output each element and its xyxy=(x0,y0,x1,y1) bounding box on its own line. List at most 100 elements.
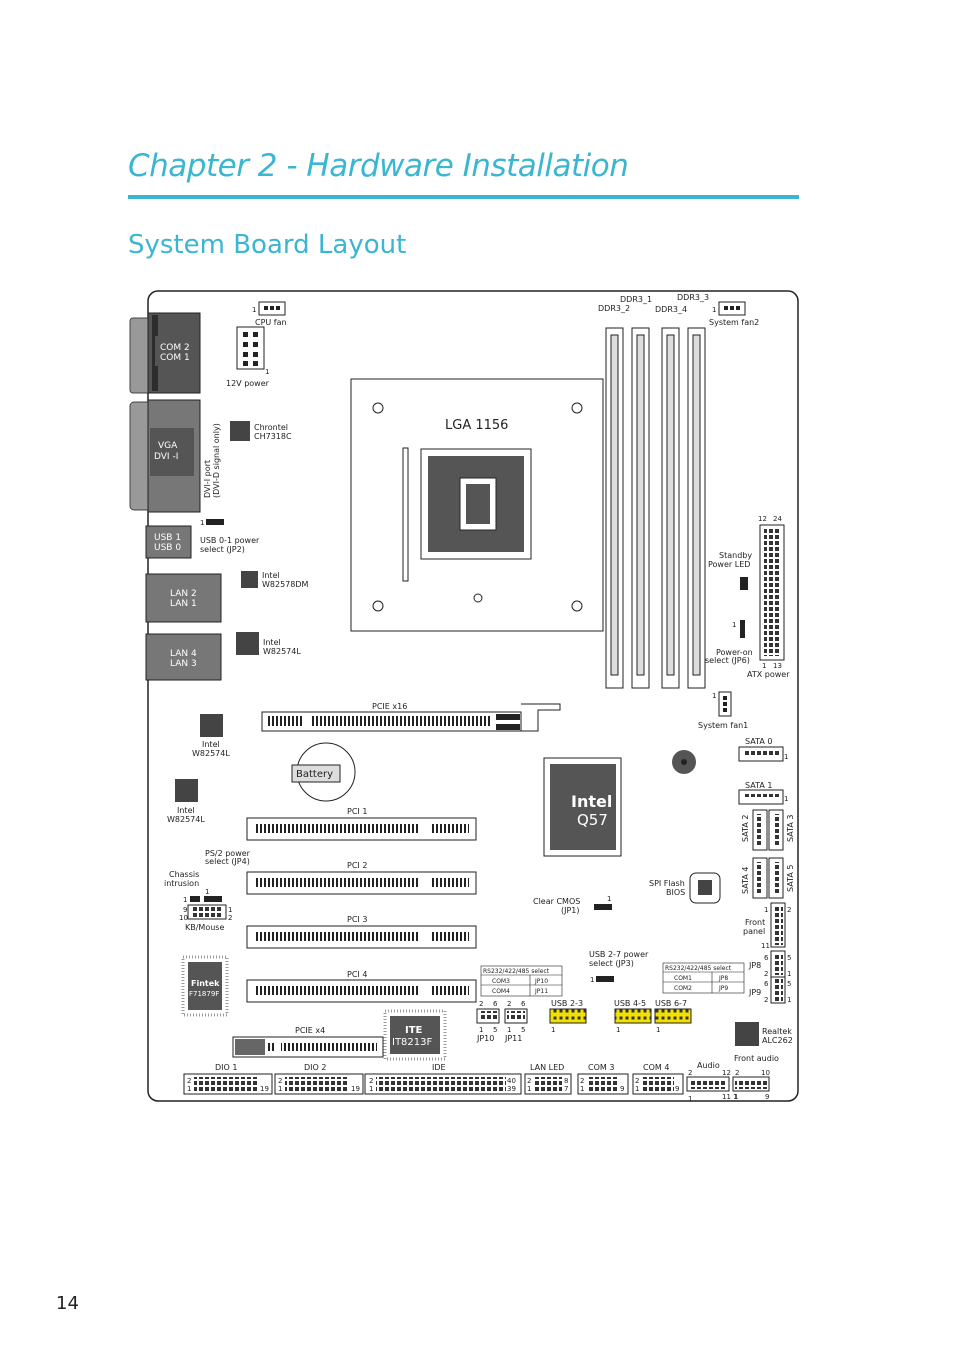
board-label: PCI 2 xyxy=(347,861,367,870)
audio-header: Audio 2 12 1 11 1 xyxy=(686,1061,738,1103)
pci2-slot: PCI 2 xyxy=(246,861,477,895)
board-label: 1 xyxy=(551,1026,555,1034)
board-label: 1 xyxy=(183,896,187,904)
com4-header: COM 4 2 1 9 xyxy=(632,1063,684,1095)
board-label: 1 xyxy=(278,1085,282,1093)
front-audio-header: Front audio 2 10 1 9 xyxy=(732,1054,779,1101)
spi-flash-bios: SPI Flash BIOS xyxy=(649,872,721,904)
board-label: Intel xyxy=(262,571,280,580)
board-label: USB 6-7 xyxy=(655,999,687,1008)
board-label: PCI 1 xyxy=(347,807,367,816)
power-12v-connector: 1 12V power xyxy=(226,326,270,388)
board-label: 2 xyxy=(369,1077,373,1085)
cpu-fan-pin1: 1 xyxy=(252,306,256,314)
intel-q57-chipset: Intel Q57 xyxy=(543,757,622,857)
board-label: 2 xyxy=(735,1069,739,1077)
board-label: 6 xyxy=(493,1000,498,1008)
realtek-chip: Realtek ALC262 xyxy=(735,1022,793,1046)
board-label: 2 xyxy=(278,1077,282,1085)
lan34-ports: LAN 4 LAN 3 xyxy=(145,633,222,681)
usb67-header: USB 6-7 1 xyxy=(654,999,692,1034)
usb45-header: USB 4-5 1 xyxy=(614,999,652,1034)
board-label: 10 xyxy=(761,1069,770,1077)
board-label: SATA 1 xyxy=(745,781,772,790)
chipset-model: Q57 xyxy=(577,811,608,829)
board-label: 24 xyxy=(773,515,782,523)
lan12-ports: LAN 2 LAN 1 xyxy=(145,573,222,623)
rs232-table-left: RS232/422/485 select COM3 COM4 JP10 JP11 xyxy=(480,965,563,997)
jp2-jumper: 1 USB 0-1 power select (JP2) xyxy=(200,519,260,554)
board-label: 2 xyxy=(187,1077,191,1085)
cpu-fan-label: CPU fan xyxy=(255,318,287,327)
board-label: 1 xyxy=(616,1026,620,1034)
board-label: 2 xyxy=(479,1000,483,1008)
board-label: 1 xyxy=(784,753,788,761)
board-label: 1 xyxy=(479,1026,483,1034)
lan2-label: LAN 2 xyxy=(170,589,197,599)
board-label: 1 xyxy=(369,1085,373,1093)
board-label: JP9 xyxy=(748,988,761,997)
front-panel-header: 1 2 11 Front panel xyxy=(743,902,791,950)
intel-w82574l-chip-1: Intel W82574L xyxy=(236,632,301,656)
board-label: USB 2-3 xyxy=(551,999,583,1008)
vga-label: VGA xyxy=(158,441,178,451)
board-label: COM 3 xyxy=(588,1063,614,1072)
chrontel-chip: Chrontel CH7318C xyxy=(230,421,292,441)
atx-power-connector: 12 24 1 13 ATX power xyxy=(747,515,790,679)
board-label: intrusion xyxy=(164,879,199,888)
board-label: select (JP3) xyxy=(589,959,634,968)
board-label: SATA 2 xyxy=(741,815,750,842)
board-label: 2 xyxy=(787,906,791,914)
board-label: Front xyxy=(745,918,765,927)
board-label: 11 xyxy=(761,942,770,950)
board-label: 9 xyxy=(620,1085,624,1093)
chrontel-label: Chrontel xyxy=(254,423,288,432)
board-label: 13 xyxy=(773,662,782,670)
board-label: 2 xyxy=(764,996,768,1004)
title-rule xyxy=(128,195,799,199)
board-label: 2 xyxy=(764,970,768,978)
board-label: W82574L xyxy=(263,647,301,656)
dio2-header: DIO 2 2 1 19 xyxy=(274,1063,364,1095)
section-title: System Board Layout xyxy=(128,230,407,260)
pcie-x16-label: PCIE x16 xyxy=(372,702,407,711)
jp9-jumper: 6 5 2 1 JP9 xyxy=(748,976,791,1004)
lan4-label: LAN 4 xyxy=(170,649,197,659)
board-label: 1 xyxy=(734,1093,738,1101)
board-label: 2 xyxy=(580,1077,584,1085)
board-label: W82578DM xyxy=(262,580,309,589)
atx-power-label: ATX power xyxy=(747,670,790,679)
board-label: F71879F xyxy=(189,990,219,998)
board-label: 12 xyxy=(722,1069,731,1077)
system-fan2-connector: 1 System fan2 xyxy=(709,301,759,327)
board-label: Power-on xyxy=(716,648,753,657)
cpu-fan-connector: 1 CPU fan xyxy=(252,301,287,327)
board-label: 2 xyxy=(527,1077,531,1085)
board-label: IT8213F xyxy=(392,1037,433,1048)
board-label: BIOS xyxy=(666,888,685,897)
jp2-label: USB 0-1 power xyxy=(200,536,260,545)
board-label: 1 xyxy=(688,1095,692,1103)
board-label: COM 4 xyxy=(643,1063,669,1072)
dvi-label: DVI -I xyxy=(154,452,178,462)
board-label: JP10 xyxy=(534,978,548,985)
board-label: 39 xyxy=(507,1085,516,1093)
board-label: DIO 1 xyxy=(215,1063,237,1072)
jp8-jumper: 6 5 2 1 JP8 xyxy=(748,950,791,978)
lan3-label: LAN 3 xyxy=(170,659,197,669)
board-label: 6 xyxy=(764,980,769,988)
board-label: 8 xyxy=(564,1077,568,1085)
com1-label: COM 1 xyxy=(160,353,190,363)
system-fan1-label: System fan1 xyxy=(698,721,748,730)
board-label: Fintek xyxy=(191,979,220,988)
board-label: KB/Mouse xyxy=(185,923,224,932)
board-label: select (JP6) xyxy=(705,656,750,665)
com2-label: COM 2 xyxy=(160,343,190,353)
usb1-label: USB 1 xyxy=(154,533,181,543)
dvi-port-label: DVI-I port xyxy=(203,460,212,498)
board-label: 1 xyxy=(762,662,766,670)
board-label: IDE xyxy=(432,1063,446,1072)
board-label: Standby xyxy=(719,551,752,560)
board-label: 9 xyxy=(183,906,187,914)
board-label: 9 xyxy=(675,1085,679,1093)
